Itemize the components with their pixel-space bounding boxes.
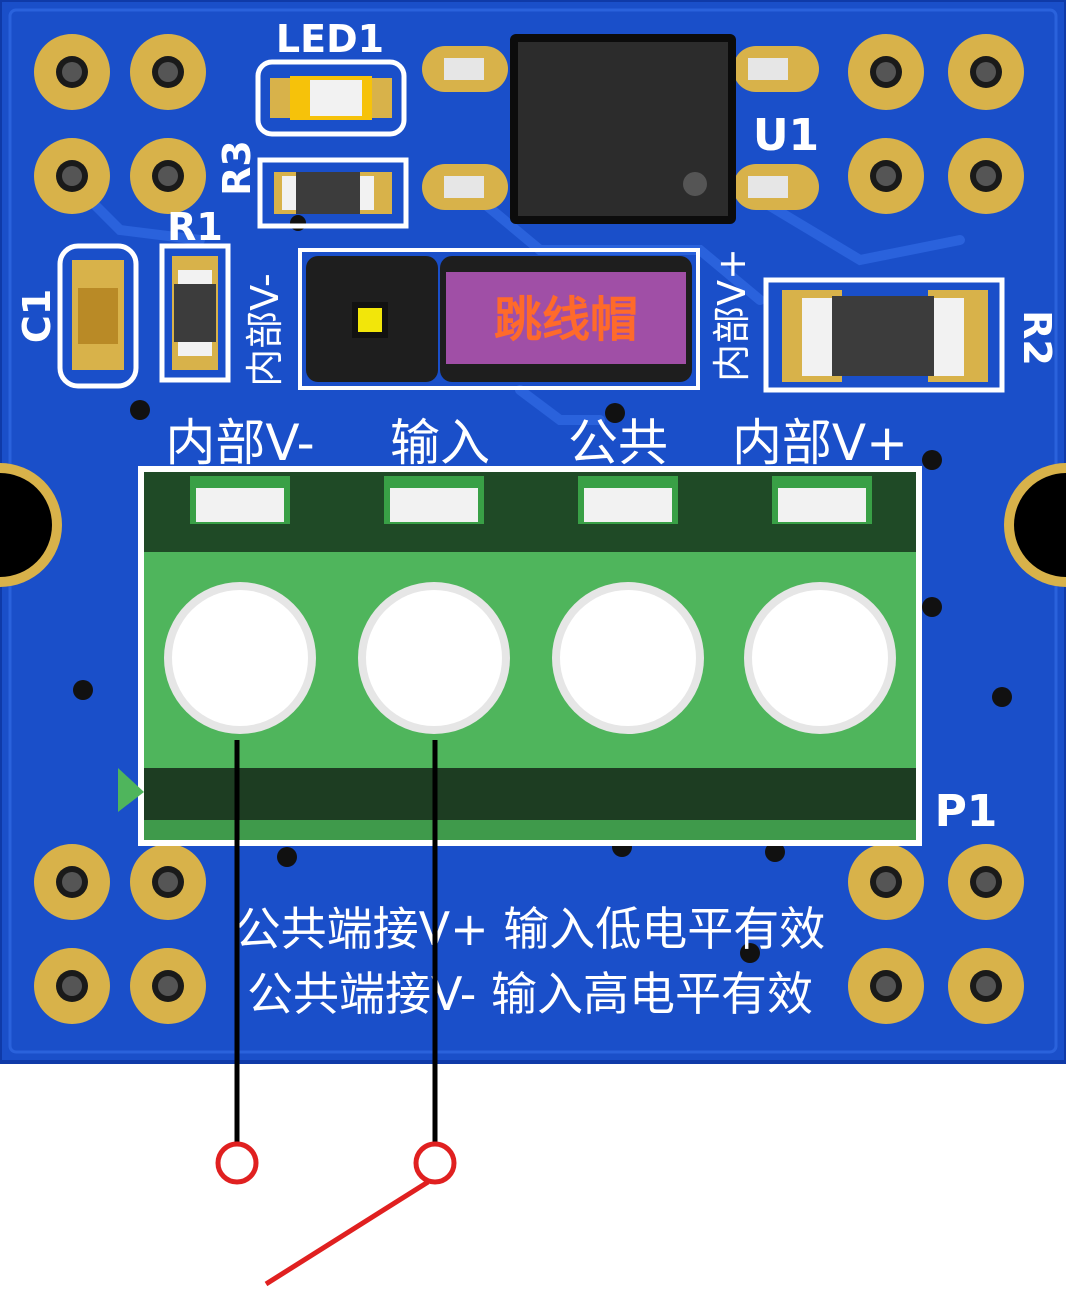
note-line-1: 公共端接V+ 输入低电平有效	[235, 902, 826, 956]
switch-terminal-left	[215, 1141, 259, 1185]
through-hole-pad	[948, 34, 1024, 110]
through-hole-pad	[34, 844, 110, 920]
terminal-labels: 内部V- 输入 公共 内部V+	[165, 414, 908, 472]
terminal-label-internal-vminus: 内部V-	[165, 414, 314, 472]
through-hole-pad	[948, 844, 1024, 920]
p1-label: P1	[935, 786, 998, 837]
through-hole-pad	[130, 844, 206, 920]
note-line-2: 公共端接V- 输入高电平有效	[247, 967, 813, 1021]
r1-component: R1	[159, 205, 231, 383]
through-hole-pad	[848, 844, 924, 920]
through-hole-pad	[34, 948, 110, 1024]
r2-component: R2	[763, 277, 1059, 393]
through-hole-pad	[34, 138, 110, 214]
r1-label: R1	[167, 205, 223, 249]
through-hole-pad	[848, 34, 924, 110]
led1-component: LED1	[255, 17, 407, 137]
through-hole-pad	[848, 138, 924, 214]
r3-component: R3	[215, 140, 409, 229]
terminal-screw-2	[358, 582, 510, 734]
through-hole-pad	[948, 138, 1024, 214]
terminal-label-internal-vplus: 内部V+	[732, 414, 908, 472]
c1-component: C1	[15, 243, 139, 389]
switch-terminal-right	[413, 1141, 457, 1185]
through-hole-pad	[130, 948, 206, 1024]
through-hole-pad	[130, 34, 206, 110]
jumper-header: 跳线帽	[298, 248, 700, 390]
r2-label: R2	[1015, 310, 1059, 366]
vias	[73, 215, 1012, 963]
terminal-screw-3	[552, 582, 704, 734]
terminal-screw-4	[744, 582, 896, 734]
u1-component: U1	[422, 34, 819, 224]
vertical-label-internal-vminus: 内部V-	[243, 273, 287, 386]
switch-lever	[264, 1179, 430, 1287]
mounting-hole-left	[0, 463, 62, 587]
through-hole-pad	[848, 948, 924, 1024]
external-wiring	[215, 740, 457, 1287]
led1-label: LED1	[276, 17, 384, 61]
vertical-label-internal-vplus: 内部V+	[710, 248, 754, 382]
terminal-label-input: 输入	[390, 414, 490, 472]
terminal-screw-1	[164, 582, 316, 734]
through-hole-pad	[130, 138, 206, 214]
mounting-hole-right	[1004, 463, 1066, 587]
r3-label: R3	[215, 140, 259, 196]
through-hole-pads	[34, 34, 1024, 1024]
through-hole-pad	[948, 948, 1024, 1024]
jumper-cap-label: 跳线帽	[494, 292, 638, 348]
u1-label: U1	[753, 110, 819, 161]
p1-terminal-block: P1	[118, 466, 997, 846]
c1-label: C1	[15, 289, 59, 343]
through-hole-pad	[34, 34, 110, 110]
terminal-label-common: 公共	[568, 414, 668, 472]
